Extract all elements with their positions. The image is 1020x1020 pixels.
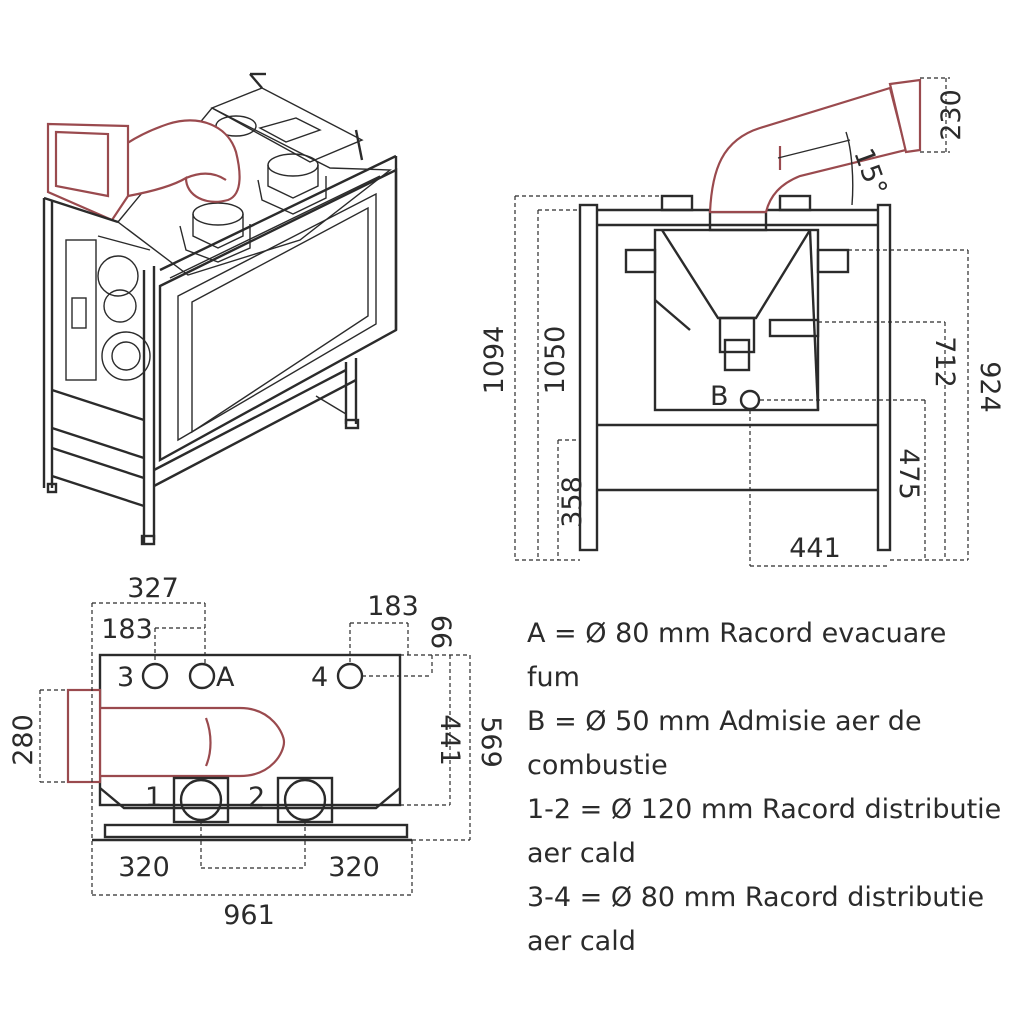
iso-blower [101, 331, 151, 381]
top-duct-joint [204, 717, 212, 767]
legend-item-b: B = Ø 50 mm Admisie aer de combustie [527, 706, 922, 781]
iso-shelf [51, 446, 145, 480]
top-connector-3 [141, 662, 169, 690]
dim-320-left: 320 [118, 852, 170, 883]
iso-top-frame [210, 87, 364, 163]
side-back-edge [808, 229, 820, 411]
iso-left-top-rail [43, 196, 119, 224]
iso-mech-top [97, 235, 151, 251]
iso-front-top-edge [159, 154, 397, 272]
top-connector-1 [179, 778, 223, 822]
dim-441: 441 [789, 533, 841, 564]
iso-frame-post [354, 129, 364, 161]
side-pipe-end [723, 338, 751, 372]
dim-230: 230 [936, 89, 967, 141]
dim-183-left: 183 [101, 614, 153, 645]
dim-712: 712 [929, 336, 960, 388]
iso-gear [103, 289, 137, 323]
legend-item-a: A = Ø 80 mm Racord evacuare fum [527, 618, 947, 693]
side-collar-right [778, 194, 812, 212]
dim-280: 280 [8, 714, 39, 766]
iso-duct-outlet [46, 122, 130, 222]
side-right-post [876, 203, 892, 552]
side-collar-center [708, 210, 768, 232]
side-pipe [718, 316, 756, 354]
dim-66: 66 [425, 615, 456, 649]
side-box-left [624, 248, 657, 274]
top-front-frame [103, 823, 409, 839]
top-view: 3 A 4 1 2 327 183 183 66 441 569 [8, 573, 506, 931]
iso-collar-3 [192, 202, 244, 226]
legend-item-3-4: 3-4 = Ø 80 mm Racord distributie aer cal… [527, 882, 985, 957]
top-connector-a [188, 662, 216, 690]
iso-smoke-duct [118, 119, 241, 203]
dim-358: 358 [557, 476, 588, 528]
top-connector-4 [336, 662, 364, 690]
iso-base-rail [153, 378, 357, 488]
iso-base-rail [153, 368, 347, 472]
label-1: 1 [145, 782, 162, 813]
dim-1050: 1050 [540, 326, 571, 395]
label-a: A [216, 662, 235, 693]
dim-183-right: 183 [367, 591, 419, 622]
side-brace [654, 299, 691, 331]
iso-foot [140, 534, 156, 546]
side-label-b: B [710, 381, 729, 412]
isometric-view [42, 72, 398, 546]
dim-475: 475 [893, 448, 924, 500]
top-smoke-duct [98, 706, 286, 778]
iso-glass [191, 206, 369, 434]
iso-collar-3-base [179, 224, 251, 263]
dim-327: 327 [127, 573, 179, 604]
iso-shelf [51, 426, 145, 460]
label-3: 3 [117, 662, 134, 693]
top-connector-2 [283, 778, 327, 822]
dim-569: 569 [475, 716, 506, 768]
iso-side-panel [65, 239, 97, 381]
iso-top-box [258, 117, 322, 143]
dim-961: 961 [223, 900, 275, 931]
dim-320-right: 320 [328, 852, 380, 883]
iso-foot [46, 482, 58, 494]
side-collar-left [660, 194, 694, 212]
side-box-mid [768, 318, 820, 338]
dim-1094: 1094 [479, 326, 510, 395]
iso-left-mid-rail [51, 388, 145, 422]
top-duct-outlet [66, 688, 102, 784]
angle-ref [777, 139, 851, 159]
iso-fan [97, 255, 139, 297]
iso-blower-hub [111, 341, 141, 371]
iso-side-slot [71, 297, 87, 329]
iso-front-trim [169, 175, 381, 279]
legend: A = Ø 80 mm Racord evacuare fum B = Ø 50… [527, 612, 1007, 964]
legend-item-1-2: 1-2 = Ø 120 mm Racord distributie aer ca… [527, 794, 1002, 869]
dim-924: 924 [974, 361, 1005, 413]
iso-duct-outlet-inner [54, 130, 110, 198]
side-view: B 1094 1050 358 712 924 475 441 230 15° [479, 77, 1005, 567]
side-left-post [578, 203, 599, 552]
label-2: 2 [248, 782, 265, 813]
iso-bottom-rail [51, 474, 145, 508]
iso-frame-post [249, 73, 263, 89]
side-duct-outlet [888, 78, 922, 154]
iso-duct-bend-line [185, 172, 227, 181]
iso-door-frame [177, 192, 377, 442]
side-box-right [816, 248, 850, 274]
iso-foot [344, 418, 360, 430]
iso-collar-4-body [267, 165, 319, 199]
side-hopper [660, 229, 812, 320]
iso-top-plate [116, 107, 392, 276]
label-4: 4 [311, 662, 328, 693]
iso-collar-4 [267, 153, 319, 177]
side-outlet-b [739, 389, 761, 411]
dim-441-top: 441 [434, 714, 465, 766]
top-front-edge [99, 787, 401, 810]
angle-arc [845, 131, 854, 206]
